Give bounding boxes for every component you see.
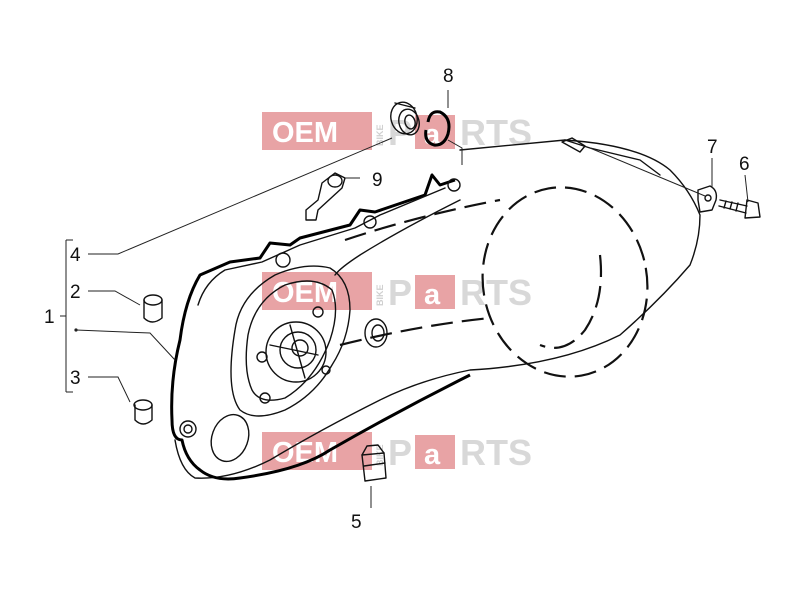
cover-boss [447, 178, 461, 192]
watermark-box [262, 272, 372, 310]
watermark-p: P [388, 432, 412, 473]
bracket-body [305, 172, 346, 221]
bush-body [134, 404, 153, 425]
hub-bolt-hole [259, 392, 271, 404]
bolt-head [744, 199, 761, 219]
bracket-eye [327, 174, 343, 188]
cover-boss [179, 420, 197, 438]
watermark-p: P [388, 272, 412, 313]
circlip [424, 110, 451, 147]
cover-lower-opening [210, 413, 250, 463]
callout-labels: 8 9 4 2 1 3 5 7 6 [44, 66, 750, 533]
clutch-housing-rim [245, 280, 337, 401]
watermark-a-box [415, 435, 455, 469]
callout-9: 9 [372, 170, 383, 191]
callout-1: 1 [44, 307, 55, 328]
clip-top [361, 444, 385, 456]
cover-center-boss [364, 318, 388, 348]
clutch-hub-outer [265, 321, 327, 383]
clutch-housing-outline [230, 265, 351, 417]
watermark-a: a [424, 279, 441, 311]
watermark-a: a [424, 439, 441, 471]
clutch-hub-spoke [289, 324, 306, 379]
hub-bolt-hole [256, 351, 268, 363]
watermark-bike: BIKE [375, 444, 385, 466]
part-3-bush [133, 399, 153, 425]
leader-2 [88, 290, 141, 306]
callout-2: 2 [70, 282, 81, 303]
bearing-edge [394, 102, 416, 109]
watermark-oem: OEM [272, 277, 338, 309]
watermark-oem: OEM [272, 117, 338, 149]
clutch-hub-center [291, 339, 309, 357]
leader-lines [60, 90, 749, 508]
clip-body [361, 452, 387, 482]
part-7-clamp [697, 185, 718, 213]
cover-top-ridge [564, 139, 661, 176]
clutch-hub-spoke [269, 344, 319, 356]
leader-1-cover [75, 329, 176, 361]
bearing-face [398, 108, 420, 136]
callout-7: 7 [707, 137, 718, 158]
watermark-group: OEM BIKE P a RTS OEM BIKE P a RTS OEM BI… [262, 112, 532, 473]
bush-top [133, 399, 153, 411]
clamp-hole [704, 194, 712, 202]
cover-flange-outline [170, 173, 471, 481]
bush-body [143, 299, 163, 323]
leader-4 [88, 137, 393, 255]
leader-1-dot [74, 328, 78, 332]
cover-tab [561, 137, 586, 153]
cover-boss [275, 252, 291, 268]
bush-top [143, 294, 163, 306]
watermark-row-bottom: OEM BIKE P a RTS [262, 432, 532, 473]
part-6-bolt [718, 199, 761, 219]
cover-boss [363, 215, 377, 229]
watermark-bike: BIKE [375, 124, 385, 146]
leader-3 [88, 376, 131, 403]
pulley-dashed-inner [539, 254, 603, 349]
belt-dashed-upper [344, 198, 501, 242]
clutch-hub-middle [279, 331, 317, 369]
bolt-shank-bottom [718, 205, 747, 214]
watermark-bike: BIKE [375, 284, 385, 306]
watermark-rts: RTS [460, 432, 532, 473]
cover-body-crease [334, 199, 461, 276]
hub-bolt-hole [312, 306, 324, 318]
bracket-group-1-ends [66, 239, 73, 393]
bearing-bore [404, 114, 416, 130]
cover-center-boss-hole [371, 324, 385, 342]
watermark-box [262, 112, 372, 150]
clip-line [363, 462, 386, 467]
cover-boss-hole [183, 424, 193, 434]
transmission-cover [170, 137, 701, 481]
watermark-a-box [415, 275, 455, 309]
watermark-row-middle: OEM BIKE P a RTS [262, 272, 532, 313]
leader-7-cover [589, 147, 706, 197]
leader-6 [744, 174, 749, 203]
hub-bolt-hole [321, 365, 331, 375]
leader-8-lower [447, 139, 463, 165]
part-8-bearing-circlip [390, 101, 451, 147]
pulley-dashed-outline [481, 186, 649, 378]
belt-dashed-lower [339, 316, 491, 347]
cover-outer-outline [174, 139, 701, 479]
part-5-clip [361, 444, 387, 482]
callout-8: 8 [443, 66, 454, 87]
bolt-thread [723, 200, 739, 212]
watermark-rts: RTS [460, 272, 532, 313]
callout-3: 3 [70, 368, 81, 389]
callout-5: 5 [351, 512, 362, 533]
part-2-bush [143, 294, 163, 323]
callout-4: 4 [70, 245, 81, 266]
clamp-body [697, 185, 718, 213]
part-9-bracket [305, 172, 346, 221]
cover-flange-inner [197, 187, 446, 306]
bolt-shank-top [719, 199, 748, 207]
callout-6: 6 [739, 154, 750, 175]
